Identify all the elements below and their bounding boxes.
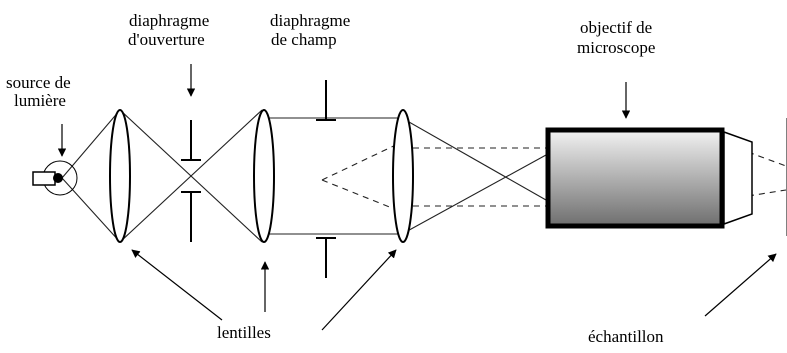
microscope-objective bbox=[545, 127, 753, 229]
label-objective-line2: microscope bbox=[577, 38, 655, 57]
label-field-line2: de champ bbox=[271, 30, 337, 49]
annotation-arrows bbox=[57, 64, 777, 331]
label-field-line1: diaphragme bbox=[270, 11, 350, 30]
label-aperture-line2: d'ouverture bbox=[128, 30, 205, 49]
lenses bbox=[109, 109, 414, 243]
light-source bbox=[32, 160, 78, 196]
field-diaphragm bbox=[316, 80, 336, 278]
dashed-rays bbox=[321, 141, 787, 213]
label-objective-line1: objectif de bbox=[580, 18, 652, 37]
arrow-lens-3 bbox=[321, 249, 397, 331]
aperture-diaphragm bbox=[181, 120, 201, 242]
bulb-filament bbox=[53, 173, 63, 183]
label-lenses: lentilles bbox=[217, 323, 271, 342]
light-rays bbox=[61, 109, 547, 243]
label-sample: échantillon bbox=[588, 327, 664, 346]
arrow-lens-1 bbox=[131, 249, 223, 321]
label-source-line2: lumière bbox=[14, 91, 66, 110]
text-labels: source de lumière diaphragme d'ouverture… bbox=[6, 11, 664, 346]
objective-body bbox=[545, 127, 725, 229]
bulb-body bbox=[32, 171, 56, 186]
label-aperture-line1: diaphragme bbox=[129, 11, 209, 30]
lens-2 bbox=[253, 109, 275, 243]
label-source-line1: source de bbox=[6, 73, 71, 92]
lens-1 bbox=[109, 109, 131, 243]
lens-3 bbox=[392, 109, 414, 243]
arrow-sample bbox=[704, 253, 777, 317]
objective-tip bbox=[723, 130, 753, 226]
